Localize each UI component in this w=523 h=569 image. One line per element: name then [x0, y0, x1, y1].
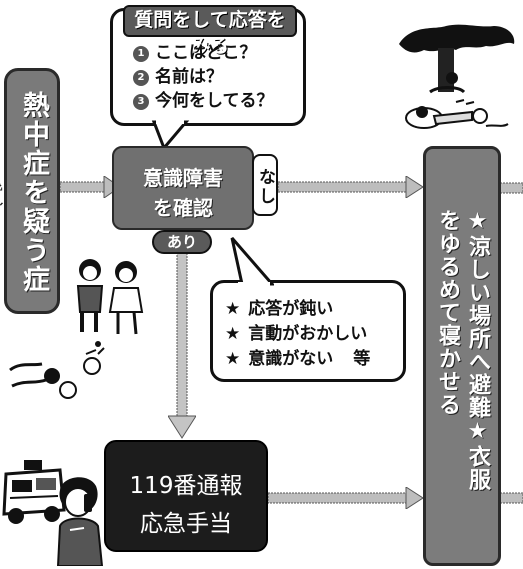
symptoms-box: 熱中症を疑う症状 [0, 68, 60, 314]
number-badge-icon: 3 [133, 94, 149, 110]
question-item: 3 今何をしてる？ [133, 89, 274, 113]
star-icon: ★ [225, 299, 241, 319]
symptoms-label: 熱中症を疑う症状 [0, 90, 49, 294]
arrow-none-to-cooling [278, 176, 423, 198]
signs-list: ★ 応答が鈍い ★ 言動がおかしい ★ 意識がない等 [225, 297, 370, 372]
emergency-line-2: 応急手当 [140, 511, 232, 537]
question-bubble: 質問をして応答をみる 1 ここはどこ？ 2 名前は？ 3 今何をしてる？ [110, 5, 306, 126]
consciousness-check-box: 意識障害 を確認 [112, 146, 254, 230]
emergency-line-1: 119番通報 [129, 473, 243, 499]
star-icon: ★ [225, 349, 241, 369]
question-text: 名前は？ [155, 67, 223, 87]
person-in-shade-illustration [399, 24, 515, 129]
star-icon: ★ [225, 324, 241, 344]
arrow-cooling-out-bottom [500, 492, 523, 504]
number-badge-icon: 1 [133, 46, 149, 62]
consciousness-line-1: 意識障害 [143, 166, 223, 190]
sign-item: ★ 応答が鈍い [225, 297, 370, 322]
question-text: 今何をしてる？ [155, 91, 274, 111]
branch-yes-tag: あり [152, 230, 212, 254]
children-with-symptoms-illustration [76, 259, 144, 335]
sign-item: ★ 言動がおかしい [225, 322, 370, 347]
emergency-call-box: 119番通報 応急手当 [104, 440, 268, 552]
sign-suffix: 等 [353, 349, 371, 369]
arrow-symptoms-to-consciousness [60, 176, 120, 198]
cooling-label: ★涼しい場所へ避難★衣服をゆるめて寝かせる [435, 209, 490, 491]
question-list: 1 ここはどこ？ 2 名前は？ 3 今何をしてる？ [133, 41, 274, 113]
collapsed-children-illustration [9, 341, 105, 399]
question-title: 質問をして応答をみる [123, 5, 297, 57]
sign-text: 言動がおかしい [248, 324, 368, 344]
sign-text: 意識がない [248, 349, 334, 369]
question-text: ここはどこ？ [155, 43, 257, 63]
question-item: 1 ここはどこ？ [133, 41, 274, 65]
arrow-yes-to-emergency [168, 248, 196, 439]
consciousness-line-2: を確認 [153, 196, 213, 220]
question-item: 2 名前は？ [133, 65, 274, 89]
cooling-action-box: ★涼しい場所へ避難★衣服をゆるめて寝かせる [423, 146, 501, 566]
sign-item: ★ 意識がない等 [225, 347, 370, 372]
signs-bubble-tail [230, 237, 274, 286]
arrow-emergency-to-cooling [268, 487, 423, 509]
branch-no-tag: なし [252, 154, 278, 216]
signs-bubble: ★ 応答が鈍い ★ 言動がおかしい ★ 意識がない等 [210, 280, 406, 382]
arrow-cooling-out-top [500, 182, 523, 194]
question-bubble-tail [151, 120, 190, 150]
sign-text: 応答が鈍い [248, 299, 334, 319]
ambulance-illustration [2, 460, 66, 524]
number-badge-icon: 2 [133, 70, 149, 86]
caller-on-phone-illustration [56, 477, 104, 566]
